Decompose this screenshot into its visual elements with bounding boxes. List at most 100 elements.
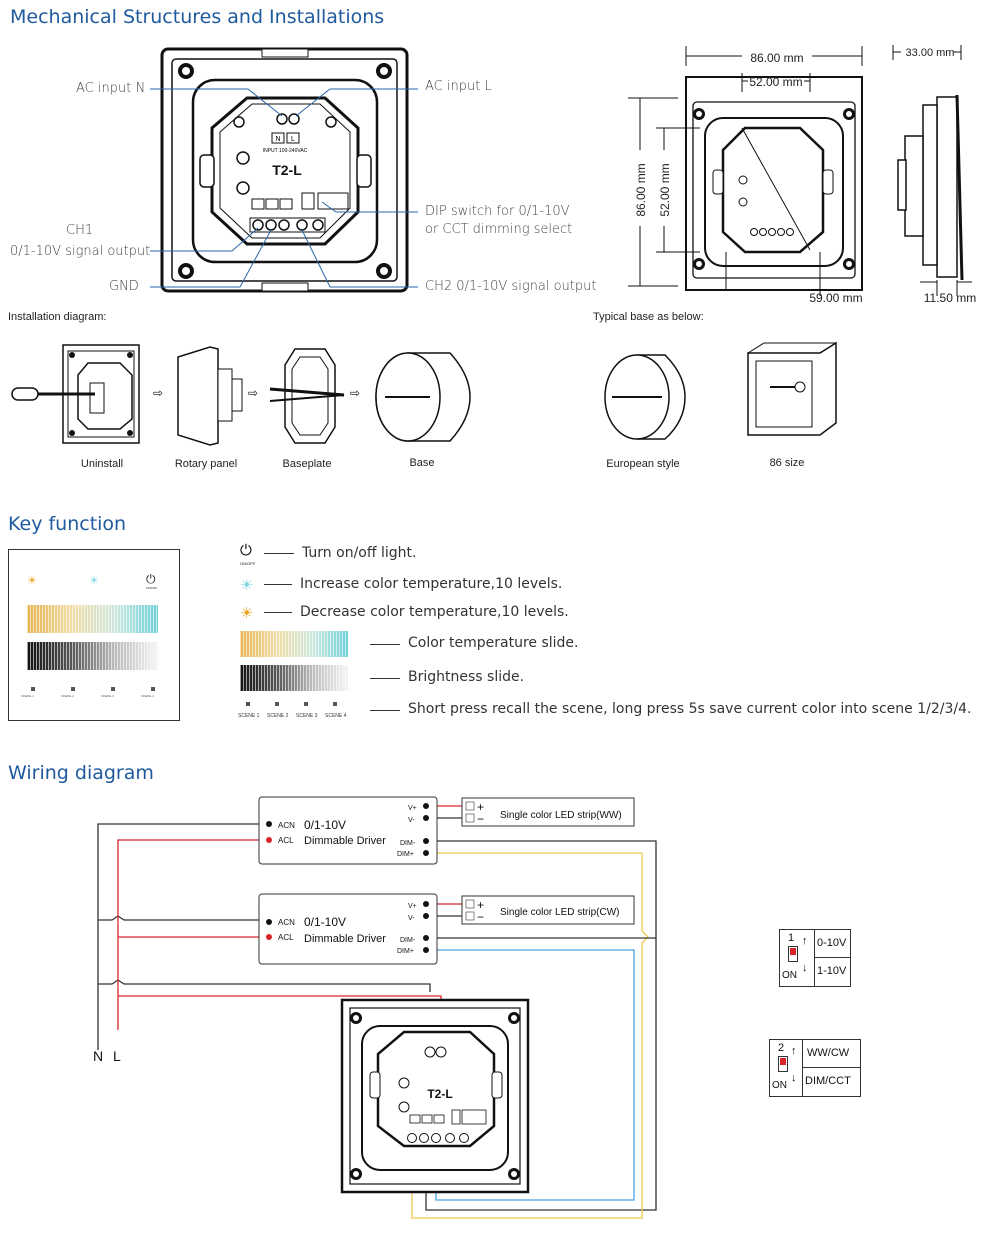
key-desc-onoff: Turn on/off light. <box>302 545 417 561</box>
driver1-acn: ACN <box>278 821 295 830</box>
label-gnd: GND <box>109 279 139 294</box>
dim-width: 86.00 mm <box>750 51 803 65</box>
step-base: Base <box>409 457 435 469</box>
key-desc-increase: Increase color temperature,10 levels. <box>300 576 563 592</box>
cool-sun-icon: ☀ <box>89 575 99 587</box>
label-ch2-output: CH2 0/1-10V signal output <box>425 279 597 294</box>
driver1-acl: ACL <box>278 836 294 845</box>
baseplate-figure <box>269 348 345 444</box>
dim-inner-height: 52.00 mm <box>658 163 672 216</box>
label-dip-switch: DIP switch for 0/1-10V <box>425 204 570 219</box>
thumb-scene1: SCENE 1 <box>21 694 34 698</box>
svg-text:⇨: ⇨ <box>153 386 163 400</box>
thumb-scene3: SCENE 3 <box>101 694 114 698</box>
driver2-dimminus: DIM- <box>400 937 416 944</box>
scene-dot-3 <box>304 702 308 706</box>
brightness-slider-icon <box>240 665 348 691</box>
dip1-number: 1 <box>788 932 795 944</box>
driver2-acn: ACN <box>278 918 295 927</box>
section-title-mechanical: Mechanical Structures and Installations <box>10 6 385 28</box>
section-title-wiring: Wiring diagram <box>8 762 154 784</box>
scene-label-1: SCENE 1 <box>238 713 260 719</box>
86-size-base-figure <box>747 341 837 436</box>
installation-label: Installation diagram: <box>8 311 107 323</box>
driver2-title-b: Dimmable Driver <box>304 933 386 945</box>
scene2-dot <box>71 687 75 691</box>
strip2-label: Single color LED strip(CW) <box>500 907 619 918</box>
svg-text:+: + <box>477 898 484 912</box>
label-ac-input-l: AC input L <box>425 79 492 94</box>
section-title-key-function: Key function <box>8 513 127 535</box>
module-input-text: INPUT 100-240VAC <box>263 148 308 154</box>
key-desc-scene: Short press recall the scene, long press… <box>408 701 972 717</box>
dim-base: 59.00 mm <box>809 291 862 305</box>
key-desc-cct-slide: Color temperature slide. <box>408 635 579 651</box>
step-uninstall: Uninstall <box>80 458 124 470</box>
mains-n: N <box>93 1048 103 1064</box>
scene-label-3: SCENE 3 <box>296 713 318 719</box>
driver2-vminus: V- <box>408 915 415 922</box>
mains-l: L <box>113 1048 121 1064</box>
dip2-down-label: DIM/CCT <box>805 1075 851 1087</box>
typical-base-label: Typical base as below: <box>593 311 704 323</box>
arrow-down-icon: ↓ <box>802 962 808 974</box>
dim-thick: 11.50 mm <box>924 291 976 305</box>
rotary-panel-figure <box>177 346 243 446</box>
svg-text:+: + <box>477 800 484 814</box>
driver2-acl: ACL <box>278 933 294 942</box>
leader-1 <box>264 553 294 554</box>
label-dip-select: or CCT dimming select <box>425 222 573 237</box>
leader-3 <box>264 612 292 613</box>
key-desc-brightness: Brightness slide. <box>408 669 525 685</box>
dip-switch-1: 1 ON ↑ ↓ 0-10V 1-10V <box>779 929 851 987</box>
arrow-down-icon: ↓ <box>791 1072 797 1084</box>
key-desc-decrease: Decrease color temperature,10 levels. <box>300 604 569 620</box>
label-ch1-output: 0/1-10V signal output <box>10 244 151 259</box>
step-baseplate: Baseplate <box>282 458 332 470</box>
terminal-l-text: L <box>291 136 295 143</box>
wiring-panel: T2-L <box>340 998 530 1194</box>
arrow-up-icon: ↑ <box>802 935 808 947</box>
brightness-slider-thumb <box>27 642 158 670</box>
cct-slider-thumb <box>27 605 158 633</box>
scene-label-2: SCENE 2 <box>267 713 289 719</box>
installation-drawing: ⇨ ⇨ ⇨ <box>11 341 837 446</box>
step-rotary-panel: Rotary panel <box>174 458 238 470</box>
svg-text:−: − <box>477 910 484 924</box>
dim-inner-width: 52.00 mm <box>749 75 802 89</box>
leader-4 <box>370 644 400 645</box>
scene-label-4: SCENE 4 <box>325 713 347 719</box>
dip2-on: ON <box>772 1080 787 1091</box>
arrow-up-icon: ↑ <box>791 1045 797 1057</box>
panel-front-view: ☀ ☀ ⏻ ON/OFF SCENE 1 SCENE 2 SCENE 3 SCE… <box>8 549 180 721</box>
wiring-module-name: T2-L <box>427 1087 452 1101</box>
driver1-title-a: 0/1-10V <box>304 818 346 832</box>
onoff-small-label: ON/OFF <box>146 586 158 590</box>
driver1-title-b: Dimmable Driver <box>304 835 386 847</box>
leader-5 <box>370 678 400 679</box>
cool-key-icon: ☀ <box>240 577 254 594</box>
driver2-vplus: V+ <box>408 903 417 910</box>
dim-height: 86.00 mm <box>634 163 648 216</box>
terminal-n-text: N <box>275 136 280 143</box>
svg-text:⇨: ⇨ <box>248 386 258 400</box>
driver2-dimplus: DIM+ <box>397 948 414 955</box>
dim-depth: 33.00 mm <box>906 47 955 59</box>
leader-6 <box>370 710 400 711</box>
dip2-number: 2 <box>778 1042 785 1054</box>
scene1-dot <box>31 687 35 691</box>
strip1-label: Single color LED strip(WW) <box>500 810 622 821</box>
dip2-up-label: WW/CW <box>807 1047 850 1059</box>
power-icon: ⏻ <box>146 572 156 586</box>
driver1-vminus: V- <box>408 817 415 824</box>
dip1-down-label: 1-10V <box>817 965 847 977</box>
european-base-figure <box>604 354 686 440</box>
dip-switch-2: 2 ON ↑ ↓ WW/CW DIM/CCT <box>769 1039 861 1097</box>
warm-sun-icon: ☀ <box>27 575 37 587</box>
scene-dot-1 <box>246 702 250 706</box>
uninstall-figure <box>11 344 140 444</box>
warm-key-icon: ☀ <box>240 605 254 622</box>
leader-2 <box>264 584 292 585</box>
driver1-dimplus: DIM+ <box>397 851 414 858</box>
cct-slider-icon <box>240 631 348 657</box>
